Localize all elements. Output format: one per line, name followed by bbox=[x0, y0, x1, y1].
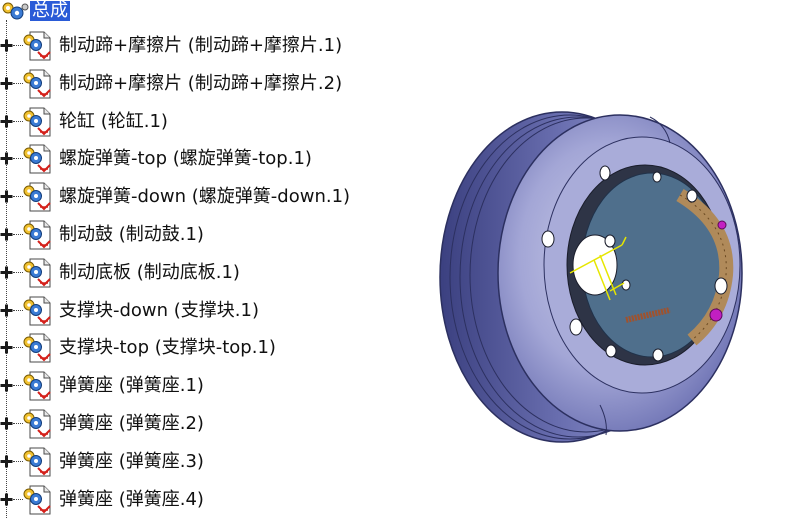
tree-branch-line bbox=[13, 120, 23, 122]
tree-node[interactable]: 螺旋弹簧-down (螺旋弹簧-down.1) bbox=[0, 180, 440, 214]
drum-seam bbox=[649, 116, 671, 144]
tree-branch-line bbox=[13, 82, 23, 84]
part-icon bbox=[20, 257, 56, 289]
tree-branch-line bbox=[13, 498, 23, 500]
tree-node[interactable]: 弹簧座 (弹簧座.2) bbox=[0, 407, 440, 441]
spring bbox=[625, 307, 671, 323]
expand-plus-icon[interactable] bbox=[0, 39, 13, 52]
tree-node-label: 螺旋弹簧-top (螺旋弹簧-top.1) bbox=[59, 148, 312, 170]
tree-node[interactable]: 制动鼓 (制动鼓.1) bbox=[0, 218, 440, 252]
tree-node-label: 弹簧座 (弹簧座.1) bbox=[59, 375, 204, 397]
expand-plus-icon[interactable] bbox=[0, 115, 13, 128]
tree-branch-line bbox=[13, 347, 23, 349]
drum-seam bbox=[599, 404, 607, 436]
part-icon bbox=[20, 219, 56, 251]
part-icon bbox=[20, 30, 56, 62]
brake-drum-model bbox=[439, 111, 743, 443]
spring-seat bbox=[717, 220, 727, 230]
tree-node[interactable]: 支撑块-down (支撑块.1) bbox=[0, 294, 440, 328]
tree-node-label: 支撑块-down (支撑块.1) bbox=[59, 299, 260, 321]
expand-plus-icon[interactable] bbox=[0, 493, 13, 506]
tree-branch-line bbox=[13, 423, 23, 424]
tree-node-label: 制动底板 (制动底板.1) bbox=[59, 261, 240, 283]
tree-node-label: 制动鼓 (制动鼓.1) bbox=[59, 224, 204, 245]
tree-branch-line bbox=[13, 309, 23, 311]
tree-branch-line bbox=[13, 196, 23, 198]
part-icon bbox=[20, 68, 56, 100]
part-icon bbox=[20, 408, 56, 440]
tree-root-node[interactable]: 总成 bbox=[0, 0, 70, 22]
product-icon bbox=[0, 0, 30, 22]
expand-plus-icon[interactable] bbox=[0, 341, 13, 354]
part-icon bbox=[20, 181, 56, 213]
part-icon bbox=[20, 106, 56, 138]
tree-node[interactable]: 支撑块-top (支撑块-top.1) bbox=[0, 331, 440, 365]
hub-hole bbox=[572, 234, 618, 296]
tree-branch-line bbox=[13, 460, 23, 462]
expand-plus-icon[interactable] bbox=[0, 190, 13, 203]
expand-plus-icon[interactable] bbox=[0, 304, 13, 317]
expand-plus-icon[interactable] bbox=[0, 266, 13, 279]
part-icon bbox=[20, 484, 56, 516]
tree-node-label: 螺旋弹簧-down (螺旋弹簧-down.1) bbox=[59, 186, 351, 208]
part-icon bbox=[20, 143, 56, 175]
tree-root-label: 总成 bbox=[30, 0, 70, 21]
part-icon bbox=[20, 295, 56, 327]
part-icon bbox=[20, 332, 56, 364]
tree-node[interactable]: 弹簧座 (弹簧座.1) bbox=[0, 369, 440, 403]
specification-tree: 总成 制动蹄+摩擦片 (制动蹄+摩擦片.1) 制动蹄+摩擦片 (制动蹄+摩擦片.… bbox=[0, 0, 440, 518]
tree-node[interactable]: 弹簧座 (弹簧座.3) bbox=[0, 445, 440, 479]
tree-node-label: 弹簧座 (弹簧座.3) bbox=[59, 450, 204, 472]
part-icon bbox=[20, 370, 56, 402]
3d-viewport[interactable] bbox=[430, 105, 770, 445]
tree-branch-line bbox=[13, 385, 23, 387]
tree-node-label: 支撑块-top (支撑块-top.1) bbox=[59, 337, 276, 359]
tree-branch-line bbox=[13, 271, 23, 273]
tree-node[interactable]: 制动蹄+摩擦片 (制动蹄+摩擦片.1) bbox=[0, 29, 440, 63]
expand-plus-icon[interactable] bbox=[0, 417, 13, 430]
tree-branch-line bbox=[13, 45, 23, 46]
expand-plus-icon[interactable] bbox=[0, 379, 13, 392]
tree-node-label: 制动蹄+摩擦片 (制动蹄+摩擦片.1) bbox=[59, 35, 343, 56]
tree-node[interactable]: 轮缸 (轮缸.1) bbox=[0, 105, 440, 139]
expand-plus-icon[interactable] bbox=[0, 77, 13, 90]
lining-rivets bbox=[679, 194, 727, 341]
bolt-holes bbox=[541, 165, 728, 362]
tree-node[interactable]: 制动底板 (制动底板.1) bbox=[0, 256, 440, 290]
expand-plus-icon[interactable] bbox=[0, 228, 13, 241]
tree-branch-line bbox=[13, 158, 23, 160]
tree-node-label: 弹簧座 (弹簧座.4) bbox=[59, 488, 204, 510]
expand-plus-icon[interactable] bbox=[0, 455, 13, 468]
tree-node[interactable]: 螺旋弹簧-top (螺旋弹簧-top.1) bbox=[0, 142, 440, 176]
axis-indicator bbox=[569, 236, 627, 301]
tree-node-label: 制动蹄+摩擦片 (制动蹄+摩擦片.2) bbox=[59, 72, 343, 94]
tree-branch-line bbox=[13, 234, 23, 235]
tree-node-label: 弹簧座 (弹簧座.2) bbox=[59, 413, 204, 434]
expand-plus-icon[interactable] bbox=[0, 152, 13, 165]
spring-seat bbox=[709, 308, 723, 322]
tree-node[interactable]: 制动蹄+摩擦片 (制动蹄+摩擦片.2) bbox=[0, 67, 440, 101]
tree-node[interactable]: 弹簧座 (弹簧座.4) bbox=[0, 483, 440, 517]
part-icon bbox=[20, 446, 56, 478]
tree-node-label: 轮缸 (轮缸.1) bbox=[59, 110, 168, 132]
